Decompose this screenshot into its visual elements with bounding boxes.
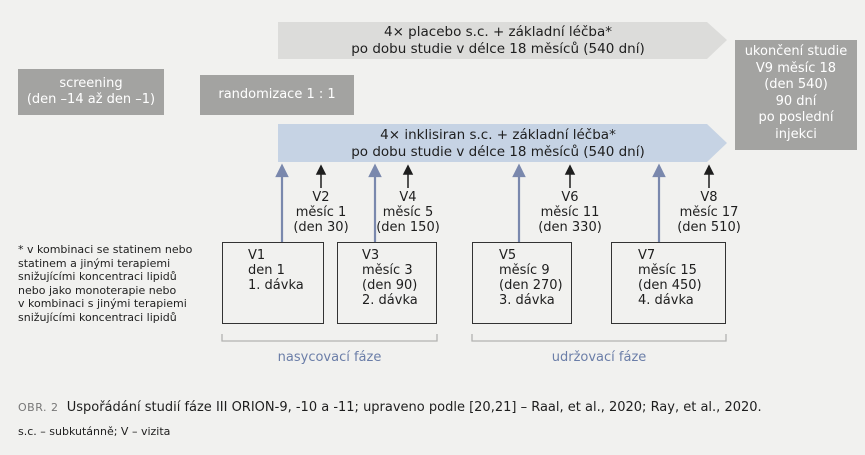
placebo-arm: 4× placebo s.c. + základní léčba* po dob… — [278, 22, 718, 59]
end-line2: V9 měsíc 18 — [755, 60, 837, 76]
inclisiran-arm: 4× inklisiran s.c. + základní léčba* po … — [278, 124, 718, 162]
end-of-study-box: ukončení studie V9 měsíc 18 (den 540) 90… — [735, 40, 857, 150]
caption-abbreviations: s.c. – subkutánně; V – vizita — [18, 425, 171, 438]
dose-visit-box-v5 — [472, 242, 572, 324]
end-line6: injekci — [775, 126, 817, 142]
end-line3: (den 540) — [764, 77, 828, 92]
screening-box: screening (den –14 až den –1) — [18, 69, 164, 115]
dose-visit-box-v1 — [222, 242, 324, 324]
placebo-arm-line1: 4× placebo s.c. + základní léčba* — [383, 24, 612, 40]
randomization-box: randomizace 1 : 1 — [200, 75, 354, 115]
placebo-arm-line2: po dobu studie v délce 18 měsíců (540 dn… — [351, 41, 645, 57]
randomization-label: randomizace 1 : 1 — [218, 87, 336, 102]
maintenance-phase-bracket — [471, 334, 727, 342]
caption-text: Uspořádání studií fáze III ORION-9, -10 … — [66, 400, 762, 415]
inclisiran-arm-line1: 4× inklisiran s.c. + základní léčba* — [380, 127, 616, 143]
screening-line2: (den –14 až den –1) — [26, 92, 156, 107]
figure-caption: OBR. 2 Uspořádání studií fáze III ORION-… — [18, 400, 858, 415]
screening-line1: screening — [59, 76, 123, 91]
end-line5: po poslední — [758, 110, 834, 125]
inclisiran-arm-arrow — [278, 124, 727, 162]
end-line4: 90 dní — [775, 93, 817, 109]
dose-visit-box-v7 — [611, 242, 726, 324]
placebo-arm-arrow — [278, 22, 727, 59]
dose-visit-box-v3 — [337, 242, 437, 324]
end-line1: ukončení studie — [744, 44, 848, 59]
loading-phase-bracket — [221, 334, 438, 342]
maintenance-phase-label: udržovací fáze — [551, 350, 647, 365]
loading-phase-label: nasycovací fáze — [277, 350, 382, 365]
inclisiran-arm-line2: po dobu studie v délce 18 měsíců (540 dn… — [351, 144, 645, 160]
caption-label: OBR. 2 — [18, 401, 59, 414]
